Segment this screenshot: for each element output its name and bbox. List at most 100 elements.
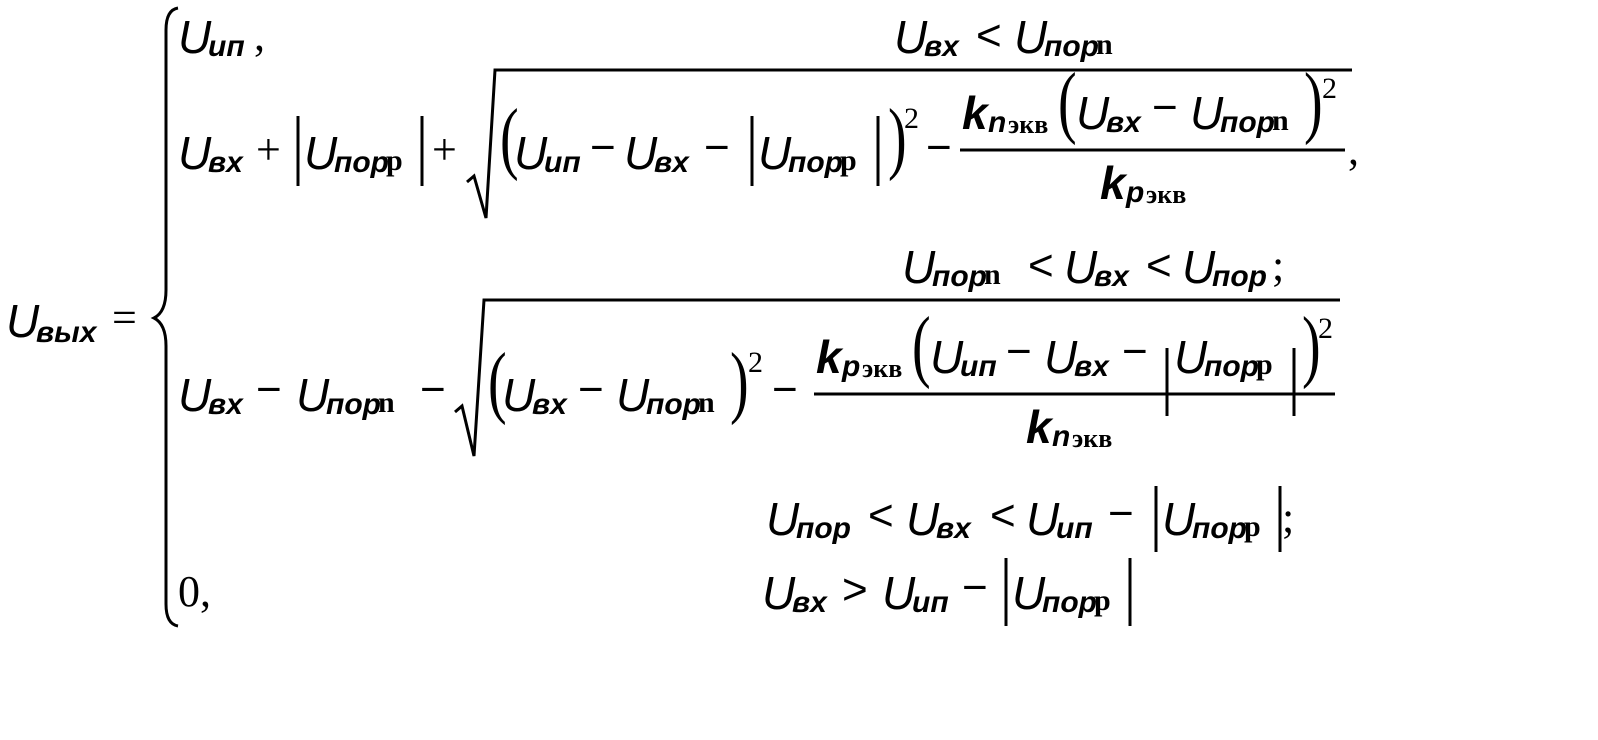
- por-subscript: пор: [1042, 586, 1097, 619]
- vh-subscript: вх: [1074, 350, 1109, 383]
- minus-sign: −: [1108, 489, 1134, 538]
- close-paren: ): [729, 338, 749, 426]
- less-than: <: [990, 491, 1016, 540]
- open-paren: (: [487, 338, 507, 426]
- ip-subscript: ип: [208, 30, 245, 63]
- ip-subscript: ип: [912, 586, 949, 619]
- semicolon: ;: [1282, 493, 1295, 542]
- exponent-2: 2: [748, 346, 763, 379]
- comma: ,: [1348, 125, 1359, 174]
- u-symbol: U: [930, 331, 964, 383]
- minus-sign: −: [420, 365, 446, 414]
- ip-subscript: ип: [1056, 512, 1093, 545]
- p-subscript: p: [386, 144, 403, 177]
- sqrt-sign-2: [454, 298, 1340, 457]
- u-symbol: U: [502, 369, 536, 421]
- por-subscript: пор: [1212, 260, 1267, 293]
- u-symbol: U: [178, 127, 212, 179]
- ekv-subscript: экв: [862, 354, 903, 383]
- n-subscript: n: [1272, 104, 1289, 137]
- u-symbol: U: [762, 567, 796, 619]
- ekv-subscript: экв: [1008, 110, 1049, 139]
- open-paren: (: [1057, 58, 1077, 146]
- comma: ,: [254, 11, 265, 60]
- p-subscript: p: [1244, 510, 1261, 543]
- minus-sign: −: [1006, 327, 1032, 376]
- n-italic-subscript: n: [988, 106, 1007, 139]
- k-symbol: k: [962, 87, 988, 139]
- exponent-2: 2: [1318, 312, 1333, 345]
- vh-subscript: вх: [654, 146, 689, 179]
- por-subscript: пор: [646, 388, 701, 421]
- u-symbol: U: [894, 11, 928, 63]
- open-paren: (: [499, 94, 519, 182]
- plus-sign: +: [256, 125, 281, 174]
- ekv-subscript: экв: [1072, 424, 1113, 453]
- plus-sign: +: [432, 125, 457, 174]
- minus-sign: −: [962, 563, 988, 612]
- u-symbol: U: [1190, 87, 1224, 139]
- por-subscript: пор: [796, 512, 851, 545]
- close-paren: ): [1303, 58, 1323, 146]
- equals-sign: =: [112, 293, 137, 342]
- u-symbol: U: [1182, 241, 1216, 293]
- u-symbol: U: [882, 567, 916, 619]
- minus-sign: −: [578, 365, 604, 414]
- por-subscript: пор: [334, 146, 389, 179]
- p-subscript: p: [840, 144, 857, 177]
- vh-subscript: вх: [208, 146, 243, 179]
- por-subscript: пор: [932, 260, 987, 293]
- minus-sign: −: [590, 123, 616, 172]
- por-subscript: пор: [1192, 512, 1247, 545]
- u-symbol: U: [1064, 241, 1098, 293]
- u-symbol: U: [178, 369, 212, 421]
- vh-subscript: вх: [532, 388, 567, 421]
- u-symbol: U: [906, 493, 940, 545]
- vh-subscript: вх: [1106, 106, 1141, 139]
- minus-sign: −: [704, 123, 730, 172]
- n-subscript: n: [698, 386, 715, 419]
- open-paren: (: [911, 302, 931, 390]
- greater-than: >: [842, 565, 868, 614]
- minus-sign: −: [1152, 83, 1178, 132]
- ip-subscript: ип: [960, 350, 997, 383]
- u-out-subscript: вых: [36, 316, 97, 349]
- u-symbol: U: [624, 127, 658, 179]
- k-symbol: k: [1026, 401, 1052, 453]
- por-subscript: пор: [326, 388, 381, 421]
- u-symbol: U: [1076, 87, 1110, 139]
- ip-subscript: ип: [544, 146, 581, 179]
- u-symbol: U: [178, 11, 212, 63]
- ekv-subscript: экв: [1146, 180, 1187, 209]
- u-symbol: U: [1174, 331, 1208, 383]
- vh-subscript: вх: [1094, 260, 1129, 293]
- minus-sign: −: [772, 365, 798, 414]
- n-italic-subscript: n: [1052, 420, 1071, 453]
- left-brace: [150, 6, 179, 628]
- u-symbol: U: [758, 127, 792, 179]
- minus-sign: −: [1122, 327, 1148, 376]
- vh-subscript: вх: [792, 586, 827, 619]
- close-paren: ): [887, 94, 907, 182]
- u-symbol: U: [514, 127, 548, 179]
- semicolon: ;: [1272, 241, 1285, 290]
- less-than: <: [1146, 241, 1172, 290]
- vh-subscript: вх: [936, 512, 971, 545]
- n-subscript: n: [1096, 28, 1113, 61]
- close-paren: ): [1301, 302, 1321, 390]
- minus-sign: −: [926, 123, 952, 172]
- zero-value: 0,: [178, 567, 211, 616]
- n-subscript: n: [378, 386, 395, 419]
- por-subscript: пор: [1204, 350, 1259, 383]
- p-subscript: p: [1256, 348, 1273, 381]
- u-symbol: U: [616, 369, 650, 421]
- less-than: <: [868, 491, 894, 540]
- u-symbol: U: [1044, 331, 1078, 383]
- u-symbol: U: [1162, 493, 1196, 545]
- u-symbol: U: [766, 493, 800, 545]
- k-symbol: k: [816, 331, 842, 383]
- exponent-2: 2: [1322, 72, 1337, 105]
- u-symbol: U: [1026, 493, 1060, 545]
